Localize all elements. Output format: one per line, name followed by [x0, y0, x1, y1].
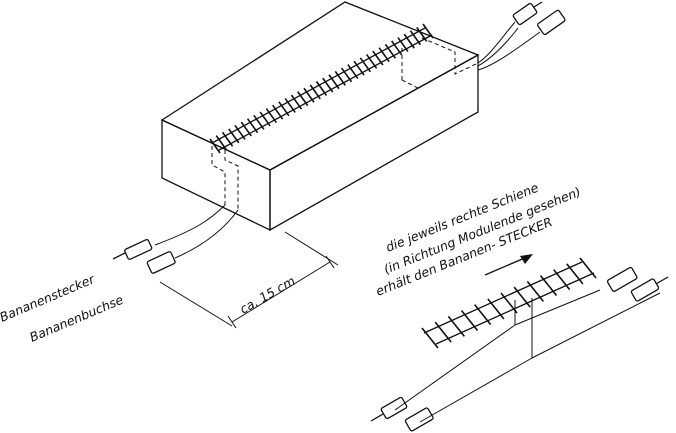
- sleeper: [579, 257, 597, 279]
- sleeper: [487, 298, 505, 320]
- sleeper: [526, 280, 544, 302]
- socket-top-right: [537, 9, 566, 36]
- sleeper: [365, 53, 378, 69]
- sleeper: [215, 135, 227, 151]
- wires-top-right: [477, 21, 541, 71]
- dimension-marker: [159, 231, 339, 329]
- sleeper: [359, 57, 372, 73]
- sleeper: [259, 111, 271, 127]
- sleeper: [334, 70, 346, 86]
- sleeper: [447, 315, 465, 337]
- sleeper: [290, 94, 303, 110]
- sleeper: [566, 263, 584, 285]
- direction-arrow: [484, 254, 533, 276]
- sleeper: [303, 87, 315, 103]
- sleeper: [246, 118, 259, 134]
- sleeper: [474, 304, 492, 326]
- sleeper: [221, 131, 234, 147]
- banana-socket-left: [146, 251, 176, 274]
- sleeper: [378, 47, 390, 63]
- banana-plug-left: [112, 238, 153, 260]
- sleeper: [309, 84, 321, 100]
- detail-wires: [394, 289, 661, 423]
- detail-sleepers: [421, 257, 597, 349]
- sleeper: [240, 121, 252, 137]
- sleeper: [421, 327, 439, 349]
- detail-socket-bottom: [404, 407, 434, 432]
- sleeper: [315, 81, 328, 96]
- sleeper: [409, 30, 422, 46]
- sleeper: [228, 128, 240, 144]
- rail-right: [218, 34, 433, 151]
- sleeper: [372, 50, 384, 66]
- sleeper: [253, 114, 265, 130]
- box-right-face: [269, 53, 479, 232]
- sleeper: [322, 77, 334, 93]
- sleeper: [434, 321, 452, 343]
- module-box: [160, 1, 480, 232]
- sleeper: [422, 23, 434, 39]
- sleepers: [209, 23, 434, 154]
- sleeper: [539, 275, 558, 296]
- sleeper: [234, 125, 246, 140]
- detail-plug-top: [630, 276, 669, 302]
- sleeper: [391, 40, 403, 56]
- sleeper: [271, 104, 284, 120]
- sleeper: [284, 97, 296, 113]
- sleeper: [297, 91, 309, 107]
- wires-left: [154, 204, 239, 259]
- sleeper: [353, 60, 365, 76]
- detail-track: [421, 257, 597, 349]
- sleeper: [553, 269, 571, 291]
- detail-plug-bottom: [370, 396, 408, 422]
- label-dimension: ca. 15 cm: [237, 273, 298, 317]
- track-on-box: [209, 23, 434, 154]
- sleeper: [513, 286, 531, 308]
- sleeper: [209, 138, 221, 154]
- plug-top-right: [512, 1, 543, 26]
- sleeper: [500, 292, 518, 314]
- detail-rail-left: [423, 261, 583, 334]
- sleeper: [278, 101, 290, 117]
- sleeper: [347, 64, 359, 80]
- sleeper: [328, 74, 340, 90]
- sleeper: [340, 67, 353, 83]
- detail-socket-top: [606, 266, 638, 292]
- sleeper: [460, 310, 479, 331]
- sleeper: [397, 37, 409, 52]
- hidden-wires: [211, 37, 479, 210]
- sleeper: [265, 108, 278, 124]
- sleeper: [384, 43, 397, 59]
- sleeper: [403, 33, 415, 49]
